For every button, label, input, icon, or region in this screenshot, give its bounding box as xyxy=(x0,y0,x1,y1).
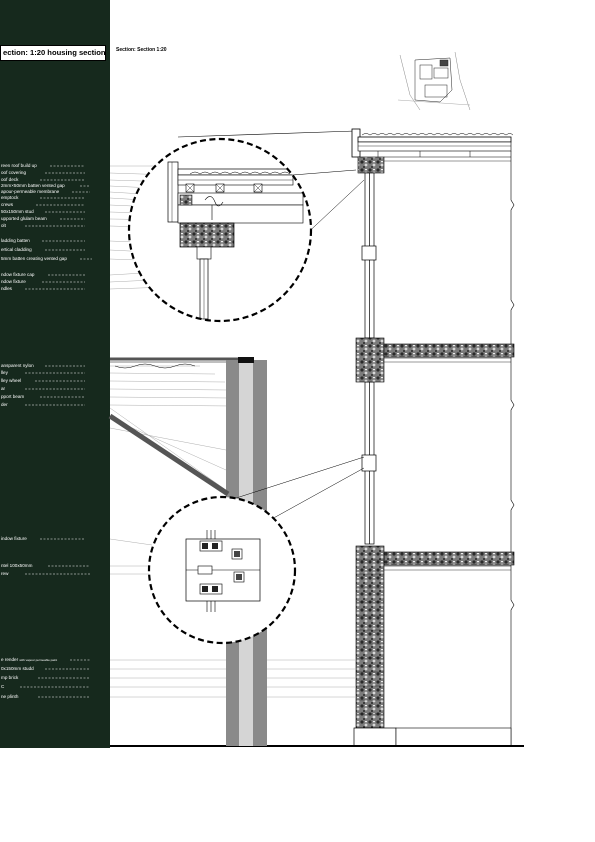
legend-item: e render with vapour permeable paint xyxy=(1,657,58,662)
legend-item: 50x150mm stud xyxy=(1,209,34,214)
legend-item: der xyxy=(1,402,8,407)
site-plan-thumbnail xyxy=(397,51,471,111)
legend-item: ansparent nylon xyxy=(1,363,34,368)
legend-item: crews xyxy=(1,202,13,207)
legend-item: 0x150mm studd xyxy=(1,666,34,671)
legend-leader-lines xyxy=(20,165,92,698)
legend-sidebar xyxy=(0,0,110,748)
legend-item: ar xyxy=(1,386,6,391)
first-floor-slab xyxy=(355,337,515,383)
legend-item: reen roof build up xyxy=(1,163,37,168)
legend-item: mp brick xyxy=(1,675,19,680)
legend-item: oof covering xyxy=(1,170,27,175)
legend-item: emptock xyxy=(1,195,19,200)
legend-item: ne plinth xyxy=(1,694,19,699)
legend-small-note: with vapour permeable paint xyxy=(19,658,58,662)
glazing-column xyxy=(361,172,377,545)
legend-item: lley wheel xyxy=(1,378,22,383)
legend-item: rew xyxy=(1,571,9,576)
lower-masonry-wall xyxy=(353,545,512,747)
legend-item: oof deck xyxy=(1,177,19,182)
legend-item: olt xyxy=(1,223,6,228)
legend-item: C xyxy=(1,684,5,689)
legend-item: ntel 100x50mm xyxy=(1,563,33,568)
window-detail-callout xyxy=(147,495,297,645)
page-title: ection: 1:20 housing section xyxy=(0,45,106,61)
legend-item: ndow fixture xyxy=(1,279,26,284)
legend-item: ndow fixture cap xyxy=(1,272,35,277)
section-label: Section: Section 1:20 xyxy=(116,47,167,53)
legend-item: ladding batten xyxy=(1,238,30,243)
roof-detail-callout xyxy=(127,137,313,323)
building-outline-right xyxy=(510,151,515,745)
legend-item: ertical cladding xyxy=(1,247,32,252)
legend-item: upported glulam beam xyxy=(1,216,47,221)
legend-item: 5mm batten creating vented gap xyxy=(1,256,67,261)
legend-item: pport beam xyxy=(1,394,25,399)
legend-item: apour-permeable membrane xyxy=(1,189,60,194)
legend-item: indow fixture xyxy=(1,536,27,541)
ground-floor-slab xyxy=(383,551,515,571)
legend-item: ndles xyxy=(1,286,12,291)
legend-item: 2mm×50mm batten vented gap xyxy=(1,183,65,188)
legend-item: lley xyxy=(1,370,8,375)
